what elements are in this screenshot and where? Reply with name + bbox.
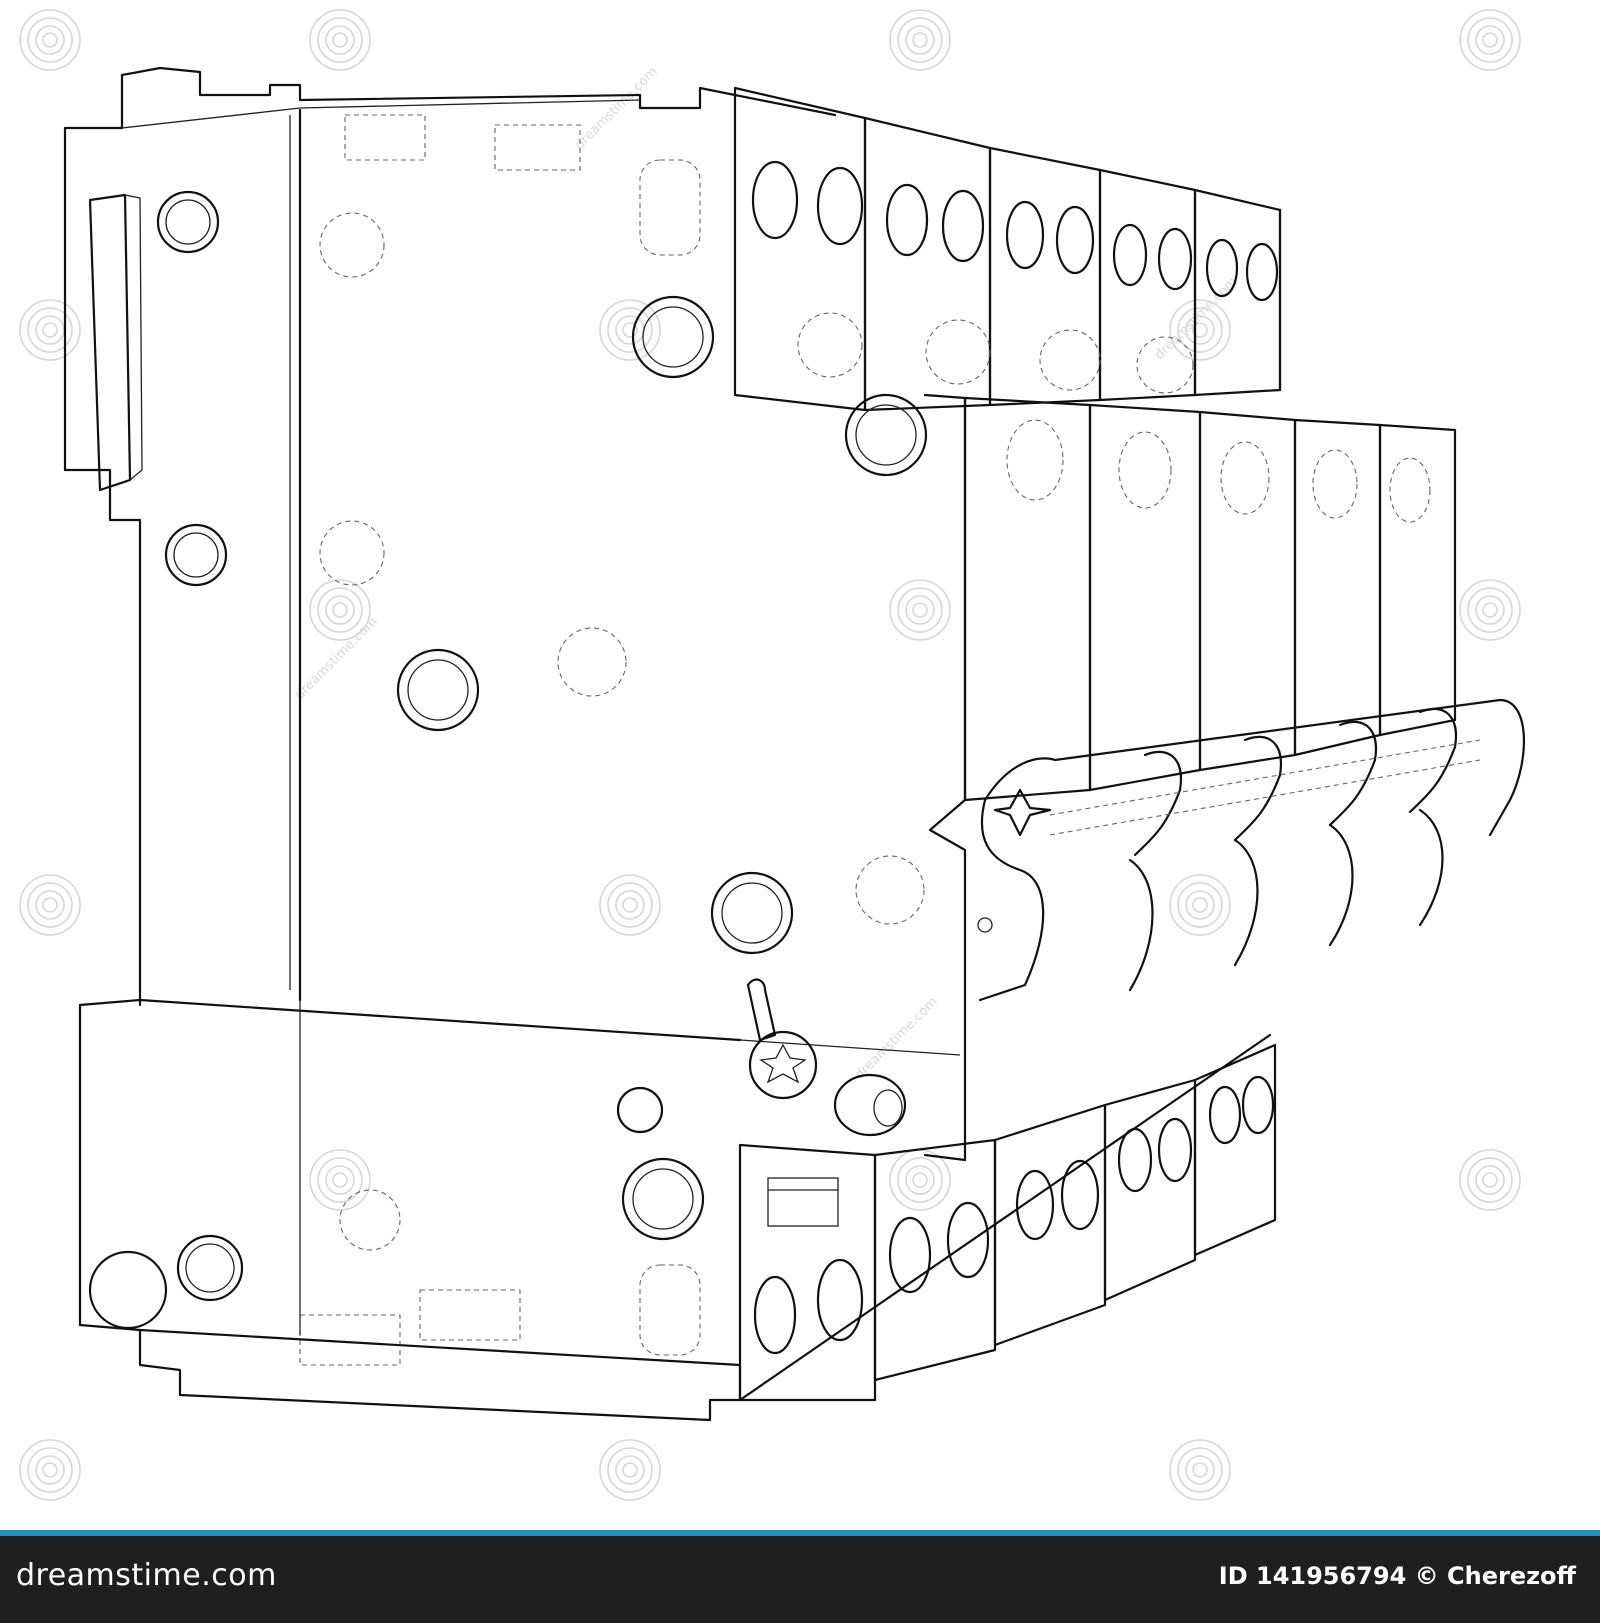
author-name[interactable]: Cherezoff xyxy=(1447,1562,1576,1590)
front-breaker-faces xyxy=(844,393,1457,1162)
watermark-spiral-icon xyxy=(599,299,661,361)
toggle-bar xyxy=(977,698,1525,1002)
mount-hole xyxy=(631,295,715,379)
terminal-hole xyxy=(164,523,228,587)
rail-hole xyxy=(616,1086,664,1134)
mount-hole xyxy=(396,648,480,732)
watermark-spiral-icon xyxy=(309,9,371,71)
watermark-spiral-icon xyxy=(889,1149,951,1211)
watermark-text-4: dreamstime.com xyxy=(852,994,940,1082)
terminal-hole xyxy=(88,1250,168,1330)
copyright-symbol: © xyxy=(1414,1562,1439,1590)
watermark-spiral-icon xyxy=(19,874,81,936)
upper-breaker-modules xyxy=(733,86,1282,412)
screw-head xyxy=(748,1030,818,1100)
watermark-spiral-icon xyxy=(1169,1439,1231,1501)
footer-accent-stripe xyxy=(0,1530,1600,1536)
rail-pin xyxy=(833,1073,907,1137)
watermark-spiral-icon xyxy=(889,9,951,71)
terminal-hole xyxy=(156,190,220,254)
base-rail xyxy=(78,998,1272,1422)
terminal-hole xyxy=(176,1234,244,1302)
housing-body xyxy=(63,66,925,1366)
watermark-spiral-icon xyxy=(19,1439,81,1501)
mount-hole xyxy=(621,1157,705,1241)
brand-logo-text[interactable]: dreamstime.com xyxy=(16,1558,277,1593)
watermark-spiral-icon xyxy=(309,579,371,641)
footer-bar: dreamstime.com ID 141956794 © Cherezoff xyxy=(0,1530,1600,1623)
watermark-text-3: dreamstime.com xyxy=(292,614,380,702)
watermark-spiral-icon xyxy=(889,579,951,641)
mount-hole xyxy=(710,871,794,955)
watermark-spiral-icon xyxy=(19,9,81,71)
watermark-spiral-icon xyxy=(1169,874,1231,936)
watermark-spiral-icon xyxy=(1459,1149,1521,1211)
watermark-spiral-icon xyxy=(1459,9,1521,71)
image-credit: ID 141956794 © Cherezoff xyxy=(1219,1562,1576,1590)
watermark-spiral-icon xyxy=(19,299,81,361)
screw xyxy=(746,978,818,1100)
front-terminal-hole xyxy=(844,393,928,477)
lower-breaker-modules xyxy=(738,1043,1277,1402)
watermark-spiral-icon xyxy=(599,874,661,936)
watermark-spiral-icon xyxy=(309,1149,371,1211)
watermark-spiral-icon xyxy=(599,1439,661,1501)
image-id: ID 141956794 xyxy=(1218,1562,1407,1590)
circuit-breaker-drawing: dreamstime.com dreamstime.com dreamstime… xyxy=(19,9,1525,1501)
watermark-spiral-icon xyxy=(1459,579,1521,641)
watermark-spiral-icon xyxy=(1169,299,1231,361)
